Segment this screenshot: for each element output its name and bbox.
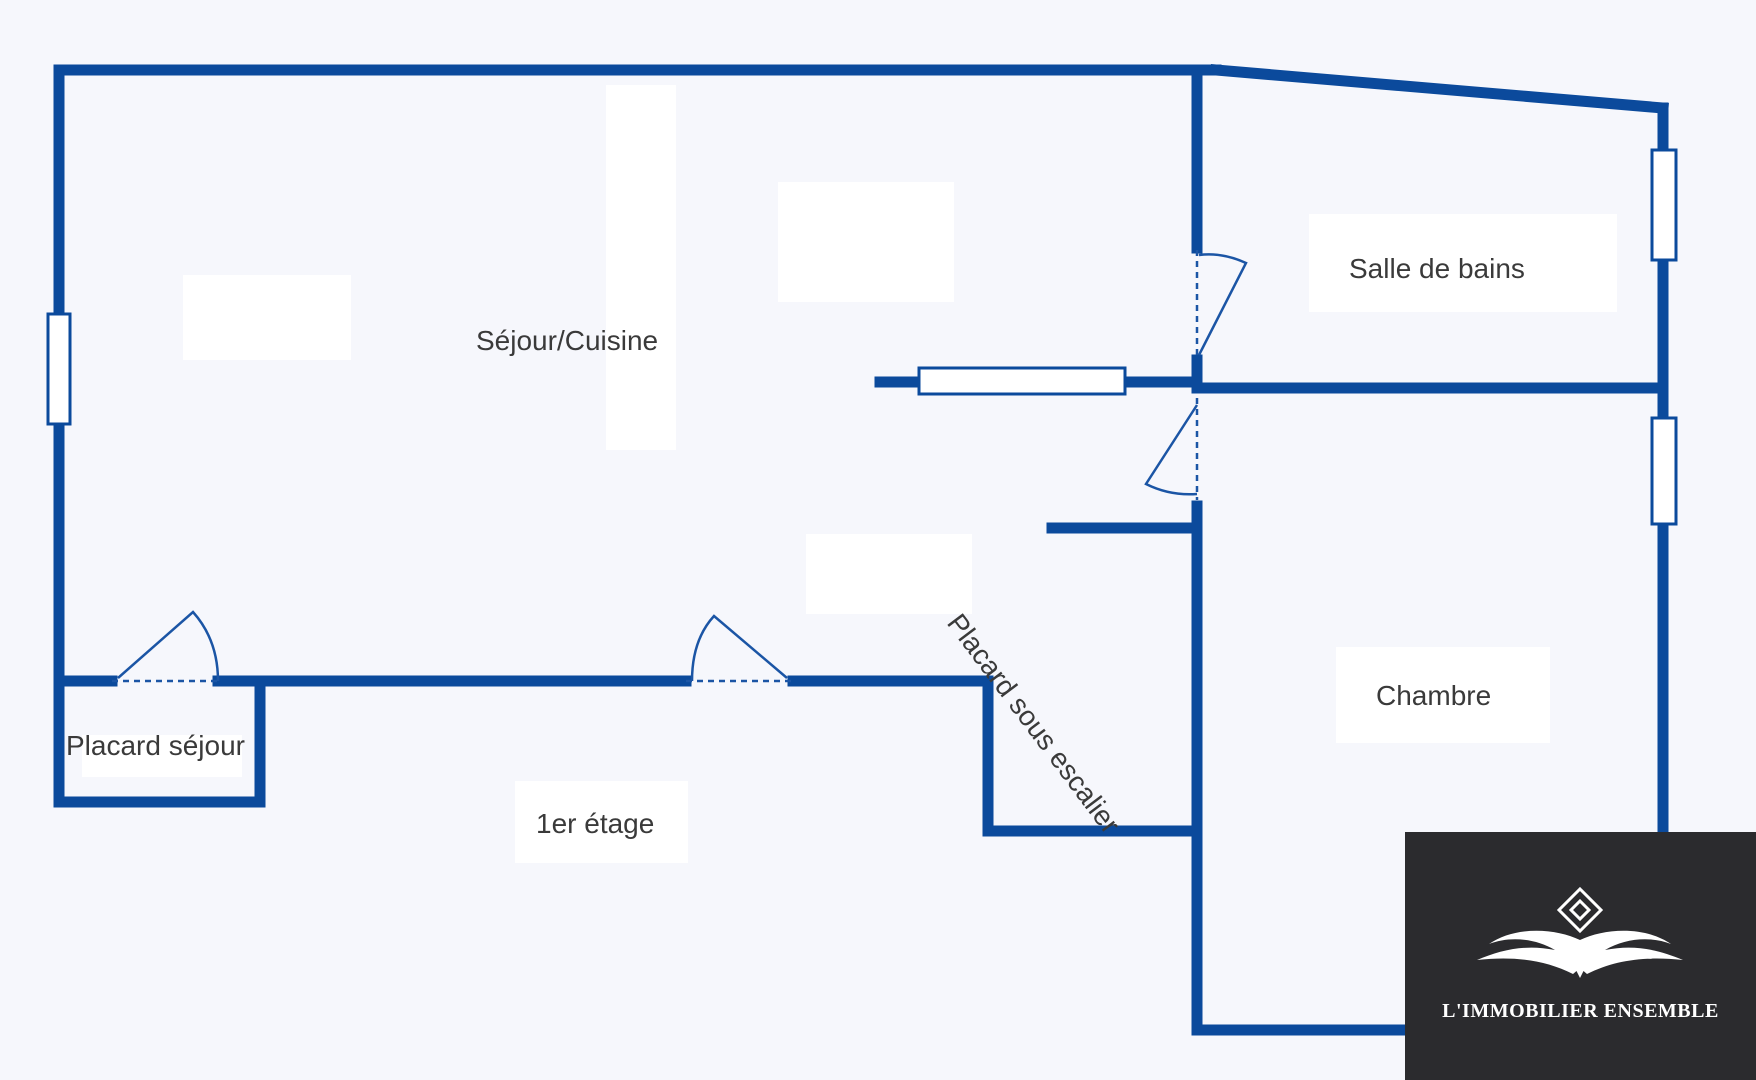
room-label-bedroom: Chambre bbox=[1376, 680, 1492, 711]
window-left bbox=[46, 312, 72, 426]
window-hall bbox=[917, 366, 1127, 396]
label-pad bbox=[806, 534, 972, 614]
wall-living-bottom-c bbox=[787, 675, 1203, 837]
brand-logo: L'IMMOBILIER ENSEMBLE bbox=[1405, 832, 1756, 1080]
label-pad bbox=[778, 182, 954, 302]
diamond-wings-icon bbox=[1477, 886, 1683, 978]
wall-top-slanted bbox=[1210, 64, 1669, 114]
window-bath bbox=[1650, 148, 1678, 262]
room-label-closet-living: Placard séjour bbox=[66, 730, 245, 761]
room-label-living: Séjour/Cuisine bbox=[476, 325, 659, 356]
room-label-floor: 1er étage bbox=[536, 808, 655, 839]
label-pad bbox=[183, 275, 351, 360]
door-bath-swing bbox=[1197, 253, 1248, 356]
label-pad bbox=[82, 735, 242, 777]
label-pad bbox=[515, 781, 688, 863]
wall-closet-living bbox=[53, 675, 266, 808]
door-living-hall-swing bbox=[690, 614, 788, 682]
label-pad bbox=[606, 85, 676, 450]
label-pad bbox=[1336, 647, 1550, 743]
door-closet-living-swing bbox=[117, 610, 220, 682]
window-bedroom bbox=[1650, 416, 1678, 526]
room-label-bathroom: Salle de bains bbox=[1349, 253, 1525, 284]
label-pad bbox=[1309, 214, 1617, 312]
door-bedroom-swing bbox=[1144, 404, 1199, 496]
brand-name: L'IMMOBILIER ENSEMBLE bbox=[1442, 1000, 1719, 1022]
